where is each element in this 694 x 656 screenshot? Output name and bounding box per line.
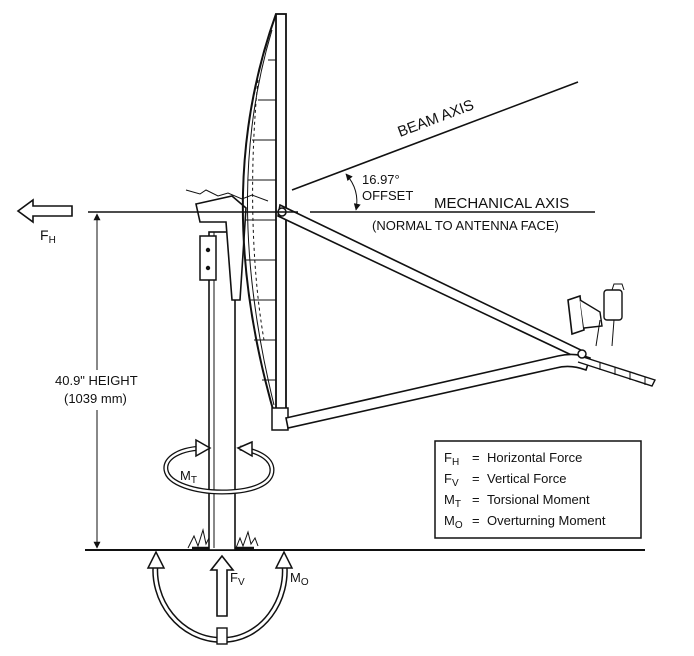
svg-text:=: = (472, 471, 480, 486)
legend-item-mo: MO = Overturning Moment (444, 513, 606, 531)
beam-axis-label: BEAM AXIS (395, 97, 476, 141)
legend-box (434, 440, 642, 539)
offset-angle-value: 16.97° (362, 172, 400, 187)
legend-item-fh: FH = Horizontal Force (444, 450, 582, 468)
svg-text:FH: FH (444, 450, 459, 468)
height-dimension (50, 213, 155, 549)
beam-axis-line (291, 81, 579, 191)
fh-symbol: FH (40, 227, 56, 246)
feed-support-arm (277, 203, 656, 429)
height-label: 40.9" HEIGHT (55, 373, 138, 388)
legend-item-fv: FV = Vertical Force (444, 471, 566, 489)
svg-text:=: = (472, 513, 480, 528)
height-mm-label: (1039 mm) (64, 391, 127, 406)
horizontal-force-arrow (16, 198, 73, 224)
mt-symbol: MT (180, 468, 197, 486)
normal-to-face-label: (NORMAL TO ANTENNA FACE) (372, 218, 559, 233)
svg-text:Horizontal Force: Horizontal Force (487, 450, 582, 465)
svg-text:=: = (472, 450, 480, 465)
offset-angle-arc (345, 173, 361, 211)
offset-label: OFFSET (362, 188, 413, 203)
mo-symbol: MO (290, 570, 309, 588)
svg-text:MO: MO (444, 513, 463, 531)
vertical-force-arrow (209, 554, 235, 617)
svg-text:FV: FV (444, 471, 459, 489)
svg-text:Overturning Moment: Overturning Moment (487, 513, 606, 528)
vertical-force-tail (216, 627, 228, 645)
fv-symbol: FV (230, 570, 245, 588)
antenna-face (271, 13, 289, 431)
legend-item-mt: MT = Torsional Moment (444, 492, 590, 510)
mount-bracket (185, 189, 269, 301)
svg-text:Torsional Moment: Torsional Moment (487, 492, 590, 507)
feed-horn (567, 283, 625, 359)
svg-text:Vertical Force: Vertical Force (487, 471, 566, 486)
svg-text:=: = (472, 492, 480, 507)
torsional-moment-arrow (163, 438, 275, 495)
mechanical-axis-label: MECHANICAL AXIS (434, 195, 569, 212)
svg-text:MT: MT (444, 492, 461, 510)
